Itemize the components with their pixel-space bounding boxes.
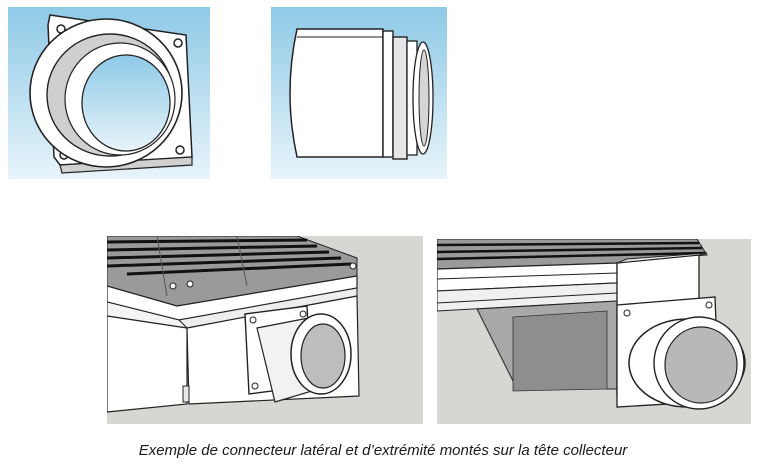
flange-connector-side-render bbox=[271, 7, 447, 179]
lateral-connector-mounted-render bbox=[107, 236, 423, 424]
end-connector-mounted-render bbox=[437, 239, 751, 424]
figure-caption: Exemple de connecteur latéral et d’extré… bbox=[138, 442, 628, 459]
flange-connector-front-render bbox=[8, 7, 210, 179]
